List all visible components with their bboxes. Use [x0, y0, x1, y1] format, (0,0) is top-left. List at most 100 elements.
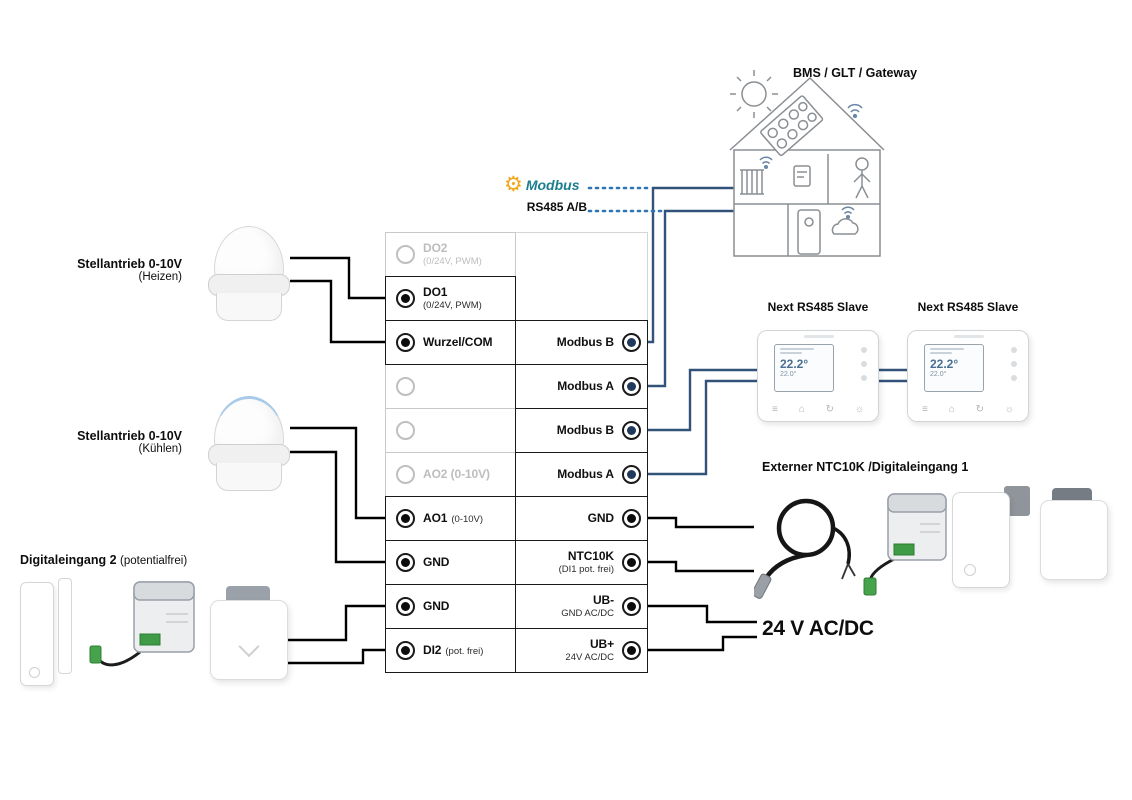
- wire-lead: [847, 563, 856, 577]
- card-switch: [1040, 488, 1108, 580]
- terminal-cell-do2: DO2 (0/24V, PWM): [385, 232, 516, 277]
- home-icon: ⌂: [798, 404, 805, 415]
- home-icon: ⌂: [948, 404, 955, 415]
- brand-mark: [954, 335, 984, 338]
- menu-icon: ≡: [922, 404, 928, 415]
- terminal-label: Modbus A: [557, 379, 614, 394]
- solar-panel: [760, 95, 823, 156]
- extern-ntc-label: Externer NTC10K /Digitaleingang 1: [762, 460, 969, 474]
- door-contact-body: [952, 492, 1010, 588]
- wire-cool-gnd: [290, 450, 394, 564]
- terminal-ao2: [396, 465, 415, 484]
- terminal-sublabel: (0-10V): [451, 514, 484, 526]
- duct-sensor-with-plug: [89, 581, 195, 667]
- display-setpoint: 22.0°: [780, 371, 797, 378]
- boiler-icon: [798, 210, 820, 254]
- door-contact-sensor: [20, 578, 74, 690]
- terminal-sublabel: (0/24V, PWM): [423, 299, 482, 311]
- house-walls: [734, 150, 880, 256]
- thermostat-screen: 22.2° 22.0°: [774, 344, 834, 392]
- green-plug: [89, 645, 102, 664]
- card-switch-plate: [210, 600, 288, 680]
- roof-outline: [730, 78, 884, 150]
- terminal-di2: [396, 641, 415, 660]
- thermostat-screen: 22.2° 22.0°: [924, 344, 984, 392]
- rs485-label: RS485 A/B: [526, 200, 587, 214]
- side-buttons: [1011, 347, 1017, 381]
- cable-end: [832, 526, 851, 565]
- wire-di2-gnd: [286, 604, 394, 642]
- wire-heat-do1: [290, 256, 394, 300]
- bus-modbus-b-slave: [643, 368, 762, 432]
- terminal-modbus-b: [622, 333, 641, 352]
- screen-statusbar: [930, 348, 964, 350]
- terminal-gnd: [396, 597, 415, 616]
- terminal-label: DI2: [423, 643, 442, 658]
- terminal-sublabel: (0/24V, PWM): [423, 255, 482, 267]
- terminal-ub-plus: [622, 641, 641, 660]
- wifi-icon: [760, 157, 772, 168]
- card-switch-plate: [1040, 500, 1108, 580]
- wire-ub-plus: [643, 635, 757, 652]
- brand-mark: [804, 335, 834, 338]
- screen-statusbar: [780, 352, 802, 354]
- display-temperature: 22.2°: [780, 357, 809, 371]
- sensor-cable: [96, 650, 141, 667]
- wifi-icon: [842, 207, 854, 218]
- probe-tip: [754, 573, 772, 599]
- digital-input-2-label: Digitaleingang 2 (potentialfrei): [20, 553, 187, 567]
- side-buttons: [861, 347, 867, 381]
- terminal-gnd: [622, 509, 641, 528]
- wire-heat-wurzel: [290, 279, 394, 344]
- bus-modbus-a-slave: [643, 379, 762, 476]
- actuator-base: [216, 463, 282, 491]
- wire-lead: [841, 563, 849, 580]
- terminal-cell-modbus-a2: Modbus A: [515, 452, 648, 497]
- terminal-unused: [396, 377, 415, 396]
- terminal-ntc10k: [622, 553, 641, 572]
- modbus-gear-icon: ⚙: [504, 173, 523, 196]
- terminal-cell-do1: DO1 (0/24V, PWM): [385, 276, 516, 321]
- terminal-cell-gnd-right: GND: [515, 496, 648, 541]
- wall-thermostat-icon: [794, 166, 810, 186]
- person-icon: [854, 158, 870, 198]
- terminal-modbus-a: [622, 465, 641, 484]
- terminal-cell-unused-2: [385, 408, 516, 453]
- light-icon: ☼: [854, 404, 864, 415]
- terminal-label: DO1: [423, 285, 448, 300]
- actuator-cooling-title: Stellantrieb 0-10V: [77, 429, 182, 443]
- terminal-cell-ub-plus: UB+ 24V AC/DC: [515, 628, 648, 673]
- ntc-cable-probe: [754, 498, 856, 599]
- digital-input-2-sub: (potentialfrei): [120, 555, 188, 567]
- terminal-modbus-b: [622, 421, 641, 440]
- door-contact-sensor: [952, 486, 1032, 590]
- terminal-unused: [396, 421, 415, 440]
- modbus-logo: ⚙ Modbus: [504, 174, 579, 195]
- cable-coil: [776, 498, 836, 558]
- actuator-heating-sub: (Heizen): [138, 271, 182, 283]
- actuator-cooling-label: Stellantrieb 0-10V (Kühlen): [30, 429, 182, 455]
- next-slave-2-label: Next RS485 Slave: [917, 300, 1019, 314]
- wire-ub-minus: [643, 604, 757, 624]
- display-setpoint: 22.0°: [930, 371, 947, 378]
- wire-cool-ao1: [290, 426, 394, 520]
- terminal-label: Modbus B: [556, 423, 614, 438]
- terminal-cell-ao2: AO2 (0-10V): [385, 452, 516, 497]
- display-temperature: 22.2°: [930, 357, 959, 371]
- thermal-actuator-cooling: [206, 396, 292, 492]
- terminal-sublabel: 24V AC/DC: [565, 651, 614, 663]
- green-terminal: [139, 633, 161, 646]
- rs485-slave-thermostat-2: 22.2° 22.0° ≡ ⌂ ↻ ☼: [907, 330, 1029, 422]
- wire-ntc-gnd: [643, 516, 754, 529]
- terminal-label: AO2 (0-10V): [423, 467, 490, 482]
- duct-sensor-with-plug: [863, 493, 947, 596]
- controller-terminal-block: DO2 (0/24V, PWM) DO1 (0/24V, PWM) Wurzel…: [385, 232, 648, 673]
- terminal-cell-di2: DI2 (pot. frei): [385, 628, 516, 673]
- green-plug: [863, 577, 877, 596]
- sun-rays: [730, 70, 778, 118]
- terminal-label: Modbus B: [556, 335, 614, 350]
- menu-icon: ≡: [772, 404, 778, 415]
- terminal-ub-minus: [622, 597, 641, 616]
- timer-icon: ↻: [825, 404, 834, 415]
- terminal-gnd: [396, 553, 415, 572]
